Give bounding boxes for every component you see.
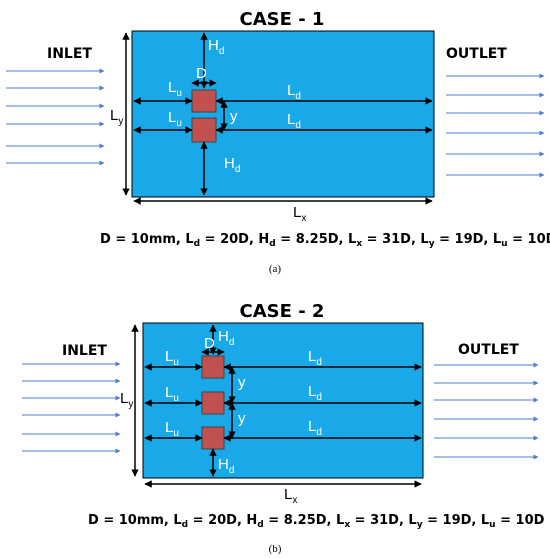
equation-subscript: u	[501, 239, 507, 249]
case-1-ld-label-1: Ld	[287, 82, 301, 102]
equation-text: = 19D, L	[435, 232, 502, 247]
case-2-obstacle-1	[201, 355, 225, 379]
equation-text: D = 10mm, L	[88, 513, 182, 528]
equation-text: D = 10mm, L	[100, 232, 194, 247]
case-1-domain	[131, 30, 435, 198]
equation-text: = 31D, L	[362, 232, 429, 247]
equation-subscript: y	[417, 520, 423, 530]
equation-text: = 10D	[508, 232, 550, 247]
case-1-inlet-arrows	[6, 68, 105, 166]
case-2-d-label: D	[204, 335, 215, 352]
case-1-lu-label-2: Lu	[168, 109, 182, 129]
case-2-outlet-label: OUTLET	[458, 342, 519, 358]
case-2-hd-top-label: Hd	[218, 328, 234, 348]
case-2-domain	[142, 322, 424, 479]
case-1-lu-label-1: Lu	[168, 79, 182, 99]
case-2-ld-label-2: Ld	[308, 383, 322, 403]
case-2-outlet-arrows	[434, 362, 539, 460]
case-2-inlet-label: INLET	[62, 343, 107, 359]
case-2-title: CASE - 2	[240, 301, 325, 322]
equation-subscript: x	[344, 520, 350, 530]
case-1-outlet-label: OUTLET	[446, 46, 507, 62]
case-1-hd-top-label: Hd	[208, 37, 224, 57]
case-2-caption: (b)	[269, 543, 282, 555]
equation-subscript: d	[257, 520, 263, 530]
equation-subscript: d	[194, 239, 200, 249]
equation-text: = 8.25D, L	[276, 232, 357, 247]
equation-subscript: d	[269, 239, 275, 249]
case-2-lx-label: Lx	[284, 486, 297, 506]
case-1-caption: (a)	[269, 263, 282, 275]
equation-subscript: x	[356, 239, 362, 249]
case-1-title: CASE - 1	[240, 9, 325, 30]
case-2-lu-label-3: Lu	[165, 419, 179, 439]
equation-subscript: d	[182, 520, 188, 530]
case-2-y-label-2: y	[238, 410, 246, 427]
case-2-hd-bottom-label: Hd	[218, 456, 234, 476]
case-2-ld-label-3: Ld	[308, 418, 322, 438]
case-1-diagram: CASE - 1 Ly Lx Hd D Lu Ld Lu Ld y Hd	[6, 9, 550, 275]
case-1-hd-bottom-label: Hd	[224, 155, 240, 175]
equation-text: = 8.25D, L	[264, 513, 345, 528]
case-1-obstacle-1	[191, 89, 217, 113]
equation-text: = 19D, L	[423, 513, 490, 528]
case-2-inlet-arrows	[22, 361, 121, 454]
case-1-inlet-label: INLET	[47, 46, 92, 62]
case-1-ly-label: Ly	[110, 107, 123, 127]
case-2-y-label-1: y	[238, 374, 246, 391]
case-2-ld-label-1: Ld	[308, 348, 322, 368]
case-2-equation: D = 10mm, Ld = 20D, Hd = 8.25D, Lx = 31D…	[88, 513, 545, 530]
equation-text: = 10D	[496, 513, 545, 528]
case-2-diagram: CASE - 2 Ly Lx Hd D Lu Ld Lu Ld Lu Ld	[22, 301, 545, 555]
case-2-ly-label: Ly	[120, 390, 133, 410]
case-1-obstacle-2	[191, 117, 217, 143]
case-1-d-label: D	[196, 65, 207, 82]
equation-subscript: u	[489, 520, 495, 530]
case-1-outlet-arrows	[446, 73, 545, 178]
case-2-lu-label-2: Lu	[165, 384, 179, 404]
case-2-obstacle-3	[201, 426, 225, 450]
equation-subscript: y	[429, 239, 435, 249]
case-1-ld-label-2: Ld	[287, 111, 301, 131]
equation-text: = 20D, H	[188, 513, 257, 528]
case-2-obstacle-2	[201, 391, 225, 415]
case-2-lu-label-1: Lu	[165, 348, 179, 368]
equation-text: = 20D, H	[200, 232, 269, 247]
case-1-lx-label: Lx	[293, 204, 306, 224]
case-1-equation: D = 10mm, Ld = 20D, Hd = 8.25D, Lx = 31D…	[100, 232, 550, 249]
case-1-y-label: y	[230, 108, 238, 125]
equation-text: = 31D, L	[350, 513, 417, 528]
